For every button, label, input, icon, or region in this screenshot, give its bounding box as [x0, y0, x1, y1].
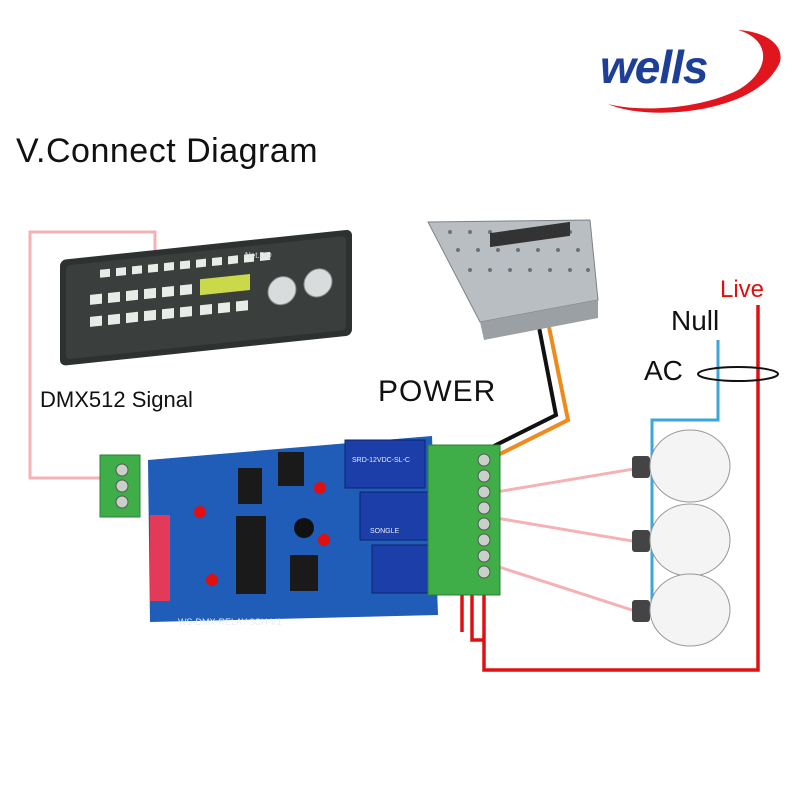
lamp — [632, 429, 731, 503]
ac-coil — [697, 366, 779, 382]
brand-name: wells — [600, 41, 709, 93]
dmx-signal-label: DMX512 Signal — [40, 387, 193, 412]
console-buttons — [90, 251, 270, 327]
lamp-feed-wires — [495, 466, 641, 614]
relay-brand: SONGLE — [370, 528, 400, 535]
console-knob — [267, 276, 297, 306]
board-silkscreen: WS-DMX-RELAY-3CH-V1 — [178, 617, 282, 627]
dmx-console — [60, 229, 352, 366]
brand-logo — [588, 22, 788, 122]
led — [194, 482, 330, 586]
power-label: POWER — [378, 375, 497, 408]
console-model: Net.DQ — [245, 251, 272, 260]
page-title: V.Connect Diagram — [16, 132, 319, 170]
dip-switch — [150, 515, 170, 601]
null-label: Null — [671, 305, 720, 336]
psu-terminal-block — [490, 221, 570, 248]
ac-label: AC — [644, 355, 683, 386]
dmx-signal-wire — [28, 230, 157, 480]
lamp — [632, 503, 731, 577]
power-supply — [427, 219, 599, 340]
console-lcd — [200, 274, 250, 296]
relay-marking: SRD-12VDC-SL-C — [352, 457, 410, 464]
live-label: Live — [720, 276, 765, 303]
relay-board: SRD-12VDC-SL-C SONGLE WS-DMX-RELAY-3CH-V… — [99, 436, 501, 627]
power-wires — [485, 321, 571, 460]
ic-chip — [236, 452, 318, 594]
lamp — [632, 573, 731, 647]
console-knob — [303, 268, 333, 298]
capacitor — [294, 518, 314, 538]
